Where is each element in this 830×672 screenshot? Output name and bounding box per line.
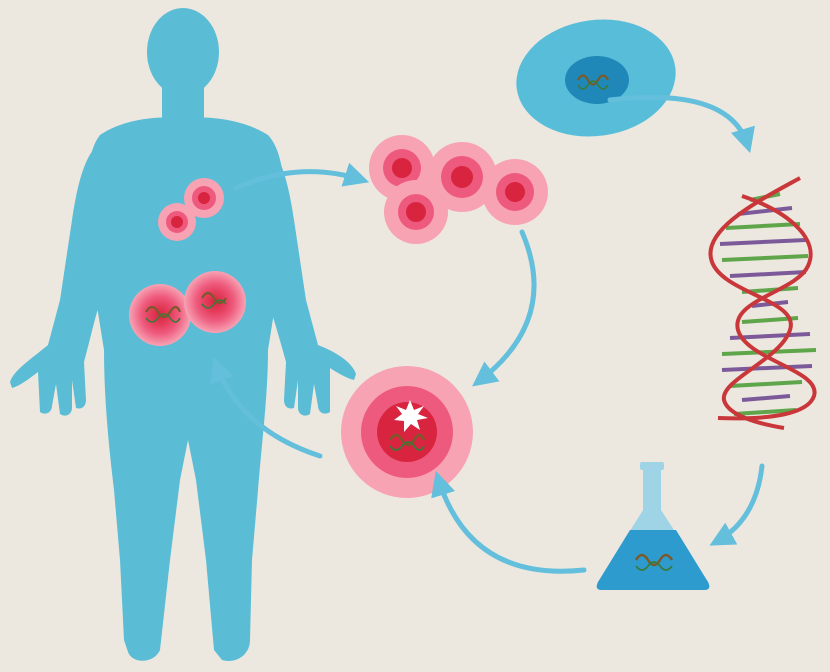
modified-cell: [341, 366, 473, 498]
head: [147, 8, 219, 96]
body-cell-core: [171, 216, 183, 228]
cluster-cell: [427, 142, 497, 212]
body-cell-core: [198, 192, 210, 204]
flask-rim: [640, 462, 664, 470]
